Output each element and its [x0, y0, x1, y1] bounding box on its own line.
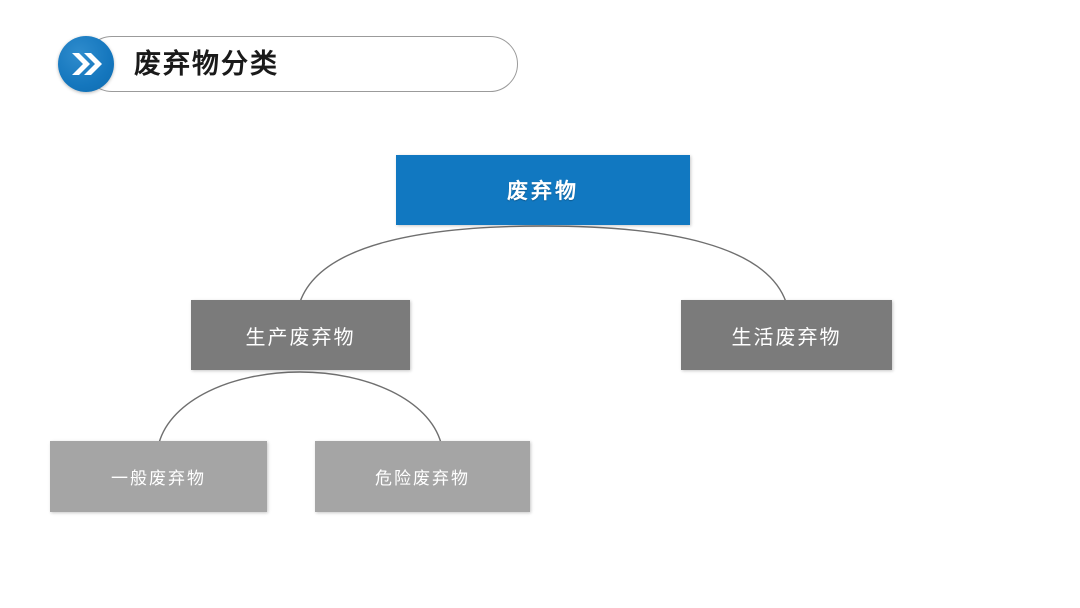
diagram-node-production-label: 生产废弃物 [245, 326, 356, 349]
double-chevron-right-icon [58, 36, 114, 92]
title-pill-outline [84, 36, 518, 92]
diagram-node-root-label: 废弃物 [507, 179, 579, 203]
diagram-node-root[interactable]: 废弃物 [396, 155, 690, 225]
diagram-node-domestic[interactable]: 生活废弃物 [681, 300, 892, 370]
diagram-node-production[interactable]: 生产废弃物 [191, 300, 410, 370]
diagram-node-hazardous[interactable]: 危险废弃物 [315, 441, 530, 512]
page-title: 废弃物分类 [134, 49, 279, 79]
connector-production-to-level2 [158, 371, 442, 444]
diagram-node-general[interactable]: 一般废弃物 [50, 441, 267, 512]
slide-title-group: 废弃物分类 [58, 36, 518, 92]
diagram-node-general-label: 一般废弃物 [111, 469, 206, 488]
connector-root-to-level1 [299, 225, 787, 303]
diagram-node-hazardous-label: 危险废弃物 [375, 469, 470, 488]
diagram-node-domestic-label: 生活废弃物 [731, 326, 842, 349]
